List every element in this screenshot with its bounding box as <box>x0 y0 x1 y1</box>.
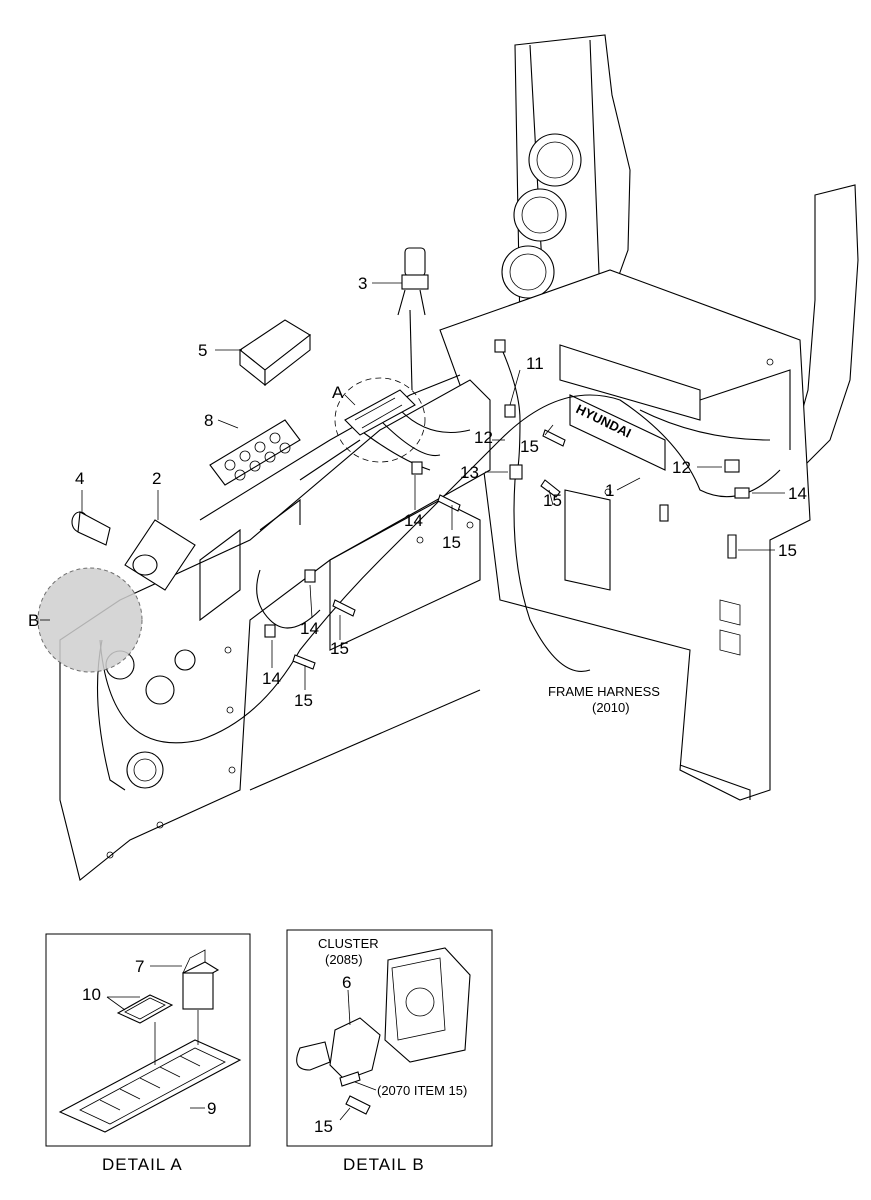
callout-numbers: 3 5 8 4 2 A B 11 12 15 13 1 12 14 15 15 … <box>28 274 807 715</box>
callout-11: 11 <box>526 354 544 373</box>
detail-marker-b <box>37 567 143 673</box>
detail-b-callout-15: 15 <box>314 1117 333 1136</box>
detail-b-ref: (2070 ITEM 15) <box>377 1083 467 1098</box>
detail-a-callout-10: 10 <box>82 985 101 1004</box>
callout-3: 3 <box>358 274 367 293</box>
detail-b-panel: CLUSTER (2085) 6 15 (2070 ITEM 15) <box>286 929 493 1147</box>
callout-15f: 15 <box>294 691 313 710</box>
detail-b-cluster-label: CLUSTER <box>318 936 379 951</box>
part-2-socket-housing <box>124 519 196 591</box>
callout-detail-b: B <box>28 611 39 630</box>
detail-a-panel: 7 10 9 <box>45 933 251 1147</box>
part-5-box <box>239 319 311 387</box>
callout-4: 4 <box>75 469 84 488</box>
callout-14b: 14 <box>404 511 423 530</box>
callout-15b: 15 <box>778 541 797 560</box>
callout-detail-a: A <box>332 383 344 402</box>
detail-b-callout-6: 6 <box>342 973 351 992</box>
leader-lines <box>40 282 785 690</box>
callout-15c: 15 <box>543 491 562 510</box>
callout-14a: 14 <box>788 484 807 503</box>
callout-8: 8 <box>204 411 213 430</box>
part-8-switch-panel <box>209 419 301 486</box>
callout-14c: 14 <box>300 619 319 638</box>
bolts <box>292 429 737 670</box>
clips <box>264 339 750 638</box>
frame-harness-label: FRAME HARNESS <box>548 684 660 699</box>
callout-15e: 15 <box>330 639 349 658</box>
detail-a-callout-9: 9 <box>207 1099 216 1118</box>
detail-b-cluster-number: (2085) <box>325 952 363 967</box>
frame-harness-number: (2010) <box>592 700 630 715</box>
callout-2: 2 <box>152 469 161 488</box>
callout-12a: 12 <box>474 428 493 447</box>
detail-marker-a <box>334 377 426 463</box>
part-3-socket <box>397 247 429 316</box>
callout-13: 13 <box>460 463 479 482</box>
callout-14d: 14 <box>262 669 281 688</box>
callout-15d: 15 <box>442 533 461 552</box>
cab-frame: HYUNDAI <box>59 34 859 881</box>
part-4-lighter <box>71 511 111 546</box>
callout-15a: 15 <box>520 437 539 456</box>
callout-12b: 12 <box>672 458 691 477</box>
callout-5: 5 <box>198 341 207 360</box>
detail-b-caption: DETAIL B <box>343 1155 425 1174</box>
detail-a-callout-7: 7 <box>135 957 144 976</box>
callout-1: 1 <box>605 481 614 500</box>
wiring-harness <box>97 309 781 791</box>
detail-a-caption: DETAIL A <box>102 1155 183 1174</box>
